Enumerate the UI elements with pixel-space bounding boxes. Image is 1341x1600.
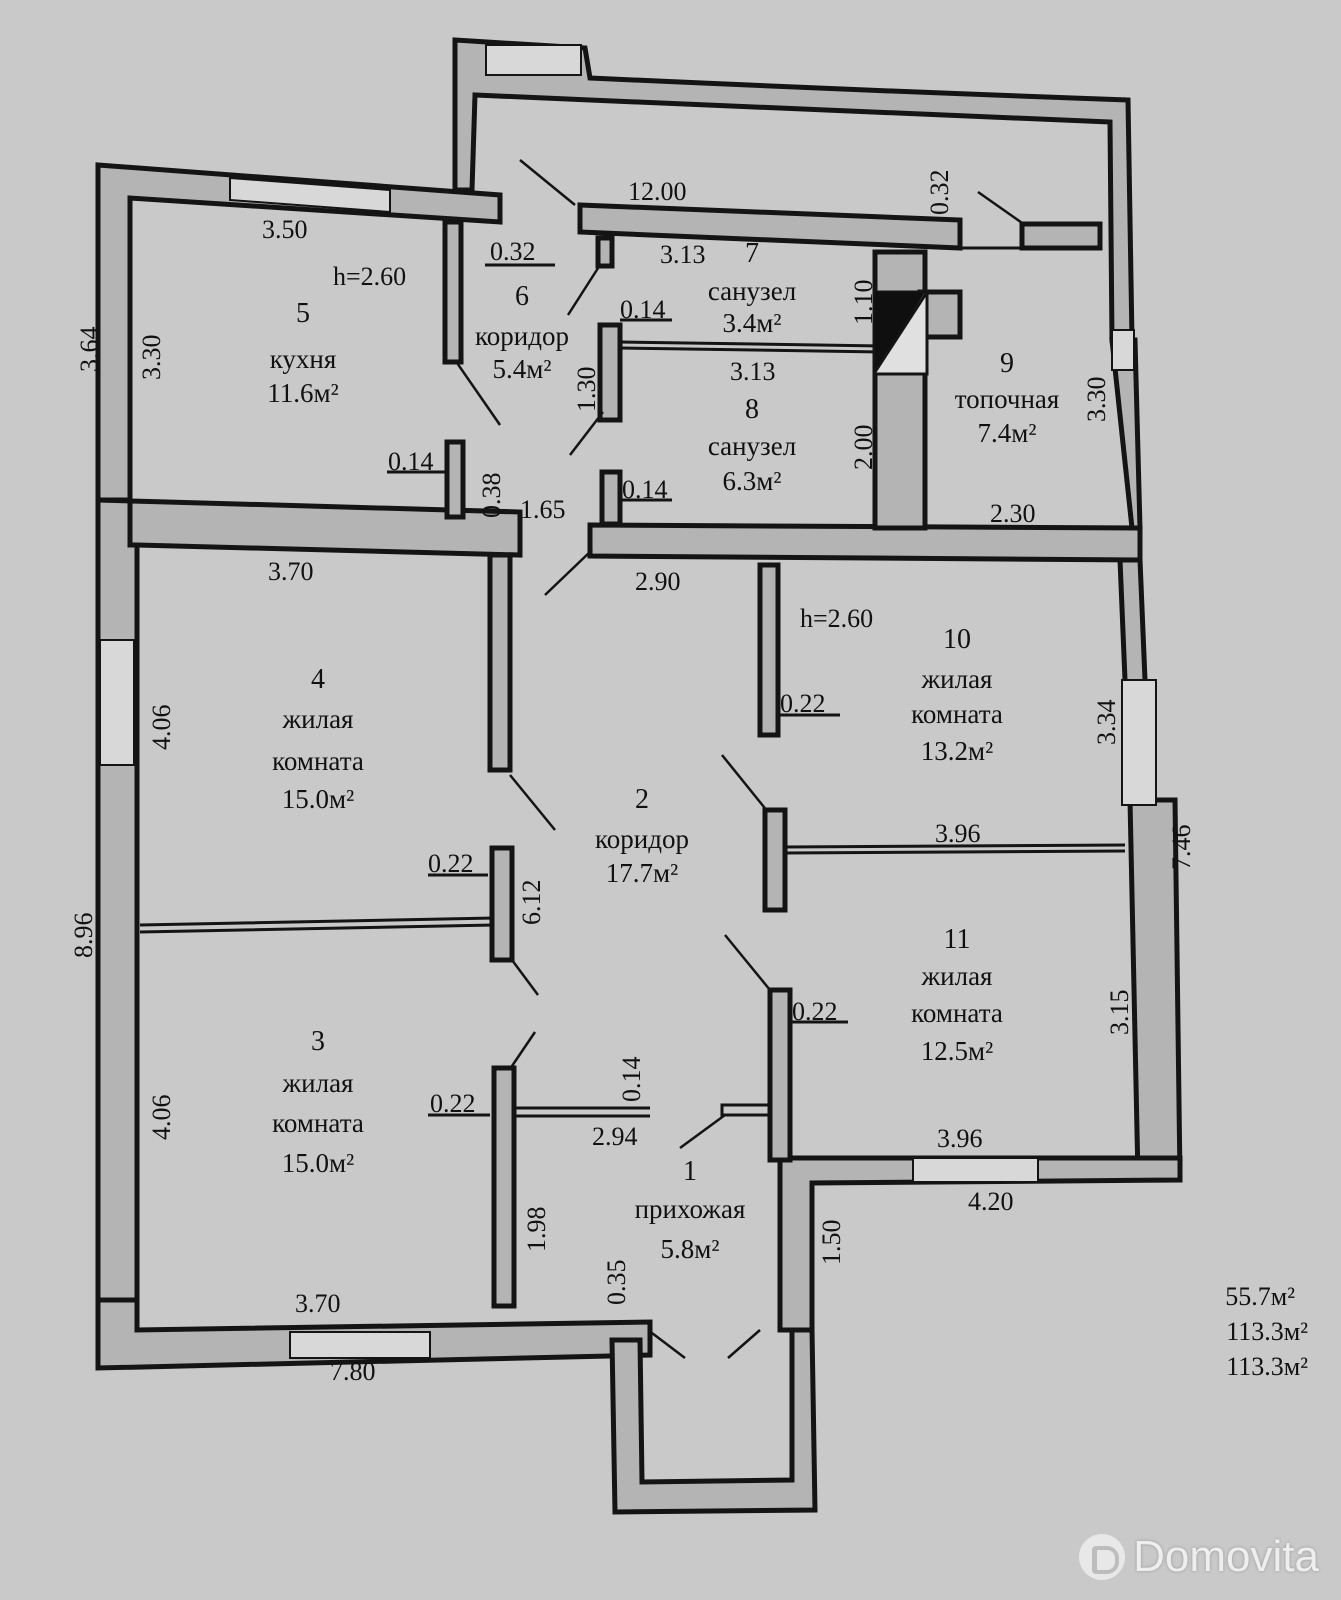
doors: [453, 159, 1026, 1359]
dim-3-13-a: 3.13: [660, 240, 706, 269]
room-11-number: 11: [944, 924, 971, 955]
dim-12-00: 12.00: [628, 177, 687, 206]
dim-2-30: 2.30: [990, 499, 1036, 528]
room-4-name-2: комната: [272, 746, 364, 776]
room-1-number: 1: [683, 1156, 697, 1187]
room-3-name-2: комната: [272, 1108, 364, 1138]
dim-3-34: 3.34: [1092, 700, 1121, 746]
room-2-area: 17.7м²: [606, 858, 678, 888]
dim-8-96: 8.96: [69, 913, 98, 959]
room-8-area: 6.3м²: [723, 466, 782, 496]
room-3-number: 3: [311, 1026, 325, 1057]
dim-0-22-d: 0.22: [430, 1089, 476, 1118]
room-3-name-1: жилая: [282, 1068, 354, 1098]
room-7-area: 3.4м²: [723, 308, 782, 338]
room-10-area: 13.2м²: [921, 736, 993, 766]
room-10-number: 10: [943, 624, 971, 655]
ceiling-height-kitchen: h=2.60: [333, 262, 406, 291]
dim-2-94: 2.94: [592, 1122, 638, 1151]
room-9-name: топочная: [955, 384, 1060, 414]
dim-1-65: 1.65: [520, 495, 566, 524]
room-6-area: 5.4м²: [493, 354, 552, 384]
dim-3-50: 3.50: [262, 215, 308, 244]
room-1-name: прихожая: [635, 1194, 746, 1224]
room-5-area: 11.6м²: [267, 378, 338, 408]
dim-0-22-a: 0.22: [780, 689, 826, 718]
dim-3-70-b: 3.70: [295, 1289, 341, 1318]
dim-6-12: 6.12: [517, 880, 546, 926]
total-area: 113.3м²: [1226, 1317, 1308, 1346]
room-3-area: 15.0м²: [282, 1148, 354, 1178]
dim-0-32-b: 0.32: [925, 170, 954, 216]
room-7-name: санузел: [708, 276, 796, 306]
dim-3-70-a: 3.70: [268, 557, 314, 586]
room-9-number: 9: [1000, 348, 1014, 379]
domovita-logo-icon: [1079, 1534, 1126, 1580]
dim-2-90: 2.90: [635, 567, 681, 596]
watermark-text: Domovita: [1133, 1532, 1319, 1581]
dim-0-38: 0.38: [477, 473, 506, 519]
dimension-labels: 12.00 3.50 0.32 0.32 3.13 3.13 1.10 0.14…: [69, 170, 1196, 1387]
room-2-number: 2: [635, 784, 649, 815]
windows: [99, 44, 1157, 1359]
dim-0-22-b: 0.22: [428, 849, 474, 878]
room-10-name-1: жилая: [921, 664, 993, 694]
dim-0-14-c: 0.14: [622, 475, 668, 504]
room-10-name-2: комната: [911, 699, 1003, 729]
dim-0-35: 0.35: [602, 1260, 631, 1306]
room-4-area: 15.0м²: [282, 784, 354, 814]
dim-0-14-a: 0.14: [620, 295, 666, 324]
dim-7-80: 7.80: [330, 1357, 376, 1386]
dim-3-96-a: 3.96: [935, 819, 981, 848]
dim-0-22-c: 0.22: [792, 997, 838, 1026]
dim-4-06-b: 4.06: [147, 1095, 176, 1141]
room-6-name: коридор: [475, 321, 569, 351]
dim-4-20: 4.20: [968, 1187, 1014, 1216]
area-totals: 55.7м² 113.3м² 113.3м²: [1225, 1282, 1308, 1381]
dim-0-14-d: 0.14: [617, 1057, 646, 1103]
watermark: Domovita: [1079, 1532, 1319, 1582]
chimney: [873, 290, 929, 376]
room-7-number: 7: [745, 238, 759, 269]
dim-3-30-a: 3.30: [137, 335, 166, 381]
partitions: [139, 246, 1126, 1118]
dim-0-32-a: 0.32: [490, 237, 536, 266]
dim-0-14-b: 0.14: [388, 447, 434, 476]
dim-3-13-b: 3.13: [730, 357, 776, 386]
dimension-ticks: [387, 263, 848, 1117]
dim-2-00: 2.00: [849, 425, 878, 471]
room-1-area: 5.8м²: [661, 1234, 720, 1264]
room-11-area: 12.5м²: [921, 1036, 993, 1066]
room-4-name-1: жилая: [282, 704, 354, 734]
room-9-area: 7.4м²: [978, 418, 1037, 448]
room-5-name: кухня: [270, 344, 337, 374]
room-8-name: санузел: [708, 431, 796, 461]
dim-3-15: 3.15: [1105, 990, 1134, 1036]
dim-4-06-a: 4.06: [147, 705, 176, 751]
dim-3-30-b: 3.30: [1082, 377, 1111, 423]
total-living-area: 55.7м²: [1225, 1282, 1295, 1311]
room-2-name: коридор: [595, 824, 689, 854]
walls: [95, 37, 1183, 1515]
dim-1-30: 1.30: [572, 367, 601, 413]
room-8-number: 8: [745, 394, 759, 425]
room-11-name-1: жилая: [921, 961, 993, 991]
dim-7-46: 7.46: [1167, 825, 1196, 871]
dim-1-98: 1.98: [522, 1207, 551, 1253]
total-area-overall: 113.3м²: [1226, 1352, 1308, 1381]
room-labels: 5 кухня 11.6м² 6 коридор 5.4м² 7 санузел…: [267, 238, 1059, 1264]
room-11-name-2: комната: [911, 998, 1003, 1028]
room-5-number: 5: [296, 298, 310, 329]
room-4-number: 4: [311, 664, 325, 695]
dim-1-50: 1.50: [817, 1220, 846, 1266]
dim-1-10: 1.10: [849, 280, 878, 326]
room-6-number: 6: [515, 281, 529, 312]
dim-3-96-b: 3.96: [937, 1124, 983, 1153]
dim-3-64: 3.64: [75, 327, 104, 373]
ceiling-height-room-10: h=2.60: [800, 604, 873, 633]
